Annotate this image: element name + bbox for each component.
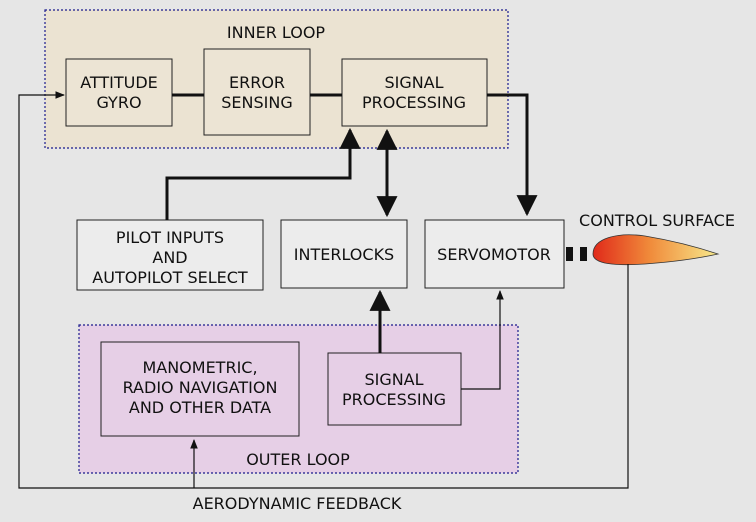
pilot-inputs-block: PILOT INPUTS AND AUTOPILOT SELECT xyxy=(76,219,264,291)
svg-text:RADIO NAVIGATION: RADIO NAVIGATION xyxy=(123,378,278,397)
data-sources-block: MANOMETRIC, RADIO NAVIGATION AND OTHER D… xyxy=(100,341,300,437)
error-sensing-block: ERROR SENSING xyxy=(203,48,311,136)
servomotor-block: SERVOMOTOR xyxy=(424,219,565,289)
control-surface-shape xyxy=(592,234,720,266)
svg-text:PILOT INPUTS: PILOT INPUTS xyxy=(116,228,224,247)
svg-text:ATTITUDE: ATTITUDE xyxy=(80,73,158,92)
svg-text:INTERLOCKS: INTERLOCKS xyxy=(294,245,394,264)
svg-text:AND: AND xyxy=(152,248,187,267)
outer-loop-title: OUTER LOOP xyxy=(246,450,350,469)
attitude-gyro-block: ATTITUDE GYRO xyxy=(65,58,173,127)
svg-text:SENSING: SENSING xyxy=(221,93,292,112)
aerodynamic-feedback-label: AERODYNAMIC FEEDBACK xyxy=(193,494,402,513)
svg-text:SIGNAL: SIGNAL xyxy=(364,370,423,389)
servo-linkage-2 xyxy=(580,247,587,261)
svg-text:AND OTHER DATA: AND OTHER DATA xyxy=(129,398,271,417)
svg-text:ERROR: ERROR xyxy=(229,73,285,92)
control-surface-label: CONTROL SURFACE xyxy=(579,211,735,230)
svg-text:AUTOPILOT SELECT: AUTOPILOT SELECT xyxy=(92,268,248,287)
inner-signal-processing-block: SIGNAL PROCESSING xyxy=(341,58,488,127)
processing-to-servomotor-line xyxy=(487,93,538,217)
interlocks-block: INTERLOCKS xyxy=(280,219,408,289)
inner-loop-title: INNER LOOP xyxy=(227,23,326,42)
outer-processing-to-servomotor-line xyxy=(461,290,504,390)
aerodynamic-feedback-line xyxy=(18,91,629,489)
svg-text:GYRO: GYRO xyxy=(96,93,141,112)
svg-text:SIGNAL: SIGNAL xyxy=(384,73,443,92)
pilot-inputs-to-processing-line xyxy=(165,127,361,220)
svg-text:PROCESSING: PROCESSING xyxy=(362,93,466,112)
svg-text:MANOMETRIC,: MANOMETRIC, xyxy=(142,358,257,377)
svg-text:SERVOMOTOR: SERVOMOTOR xyxy=(437,245,551,264)
svg-text:PROCESSING: PROCESSING xyxy=(342,390,446,409)
outer-signal-processing-block: SIGNAL PROCESSING xyxy=(327,352,462,426)
servo-linkage-1 xyxy=(566,247,573,261)
